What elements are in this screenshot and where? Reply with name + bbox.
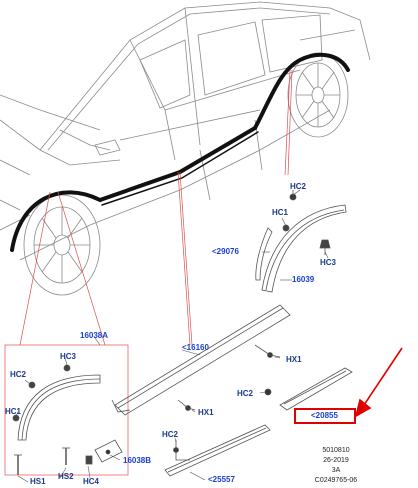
part-drawings	[12, 190, 353, 477]
vehicle-outline	[0, 1, 371, 261]
label-16038b[interactable]: 16038B	[123, 456, 152, 465]
label-hs2[interactable]: HS2	[58, 472, 74, 481]
label-hc4[interactable]: HC4	[83, 477, 100, 486]
label-hc2-left[interactable]: HC2	[10, 370, 27, 379]
metadata-line-3: 3A	[331, 467, 341, 474]
metadata-line-1: 5010810	[322, 447, 350, 454]
label-hc3-left[interactable]: HC3	[60, 352, 77, 361]
label-hc3-top[interactable]: HC3	[320, 258, 337, 267]
label-16038a[interactable]: 16038A	[80, 331, 109, 340]
label-hc2-right[interactable]: HC2	[237, 389, 254, 398]
label-hc2-top[interactable]: HC2	[290, 182, 307, 191]
metadata-line-4: C0249765-06	[314, 477, 358, 484]
diagram-metadata: 5010810 26-2019 3A C0249765-06	[300, 446, 372, 486]
red-arrow	[354, 347, 403, 418]
label-hc1-top[interactable]: HC1	[272, 208, 289, 217]
label-16160[interactable]: <16160	[182, 343, 209, 352]
selected-part-highlight	[294, 408, 356, 424]
label-hx1-upper[interactable]: HX1	[286, 355, 302, 364]
rear-wheel	[287, 52, 349, 138]
label-16039[interactable]: 16039	[292, 275, 315, 284]
front-wheel	[23, 194, 101, 296]
label-hc2-bottom[interactable]: HC2	[162, 430, 179, 439]
metadata-line-2: 26-2019	[323, 457, 349, 464]
label-hx1-lower[interactable]: HX1	[198, 408, 214, 417]
leader-lines	[15, 189, 329, 483]
label-hc1-left[interactable]: HC1	[5, 407, 22, 416]
label-29076[interactable]: <29076	[212, 247, 239, 256]
label-20855[interactable]: <20855	[311, 411, 338, 420]
label-hs1[interactable]: HS1	[30, 477, 46, 486]
label-25557[interactable]: <25557	[208, 475, 235, 484]
